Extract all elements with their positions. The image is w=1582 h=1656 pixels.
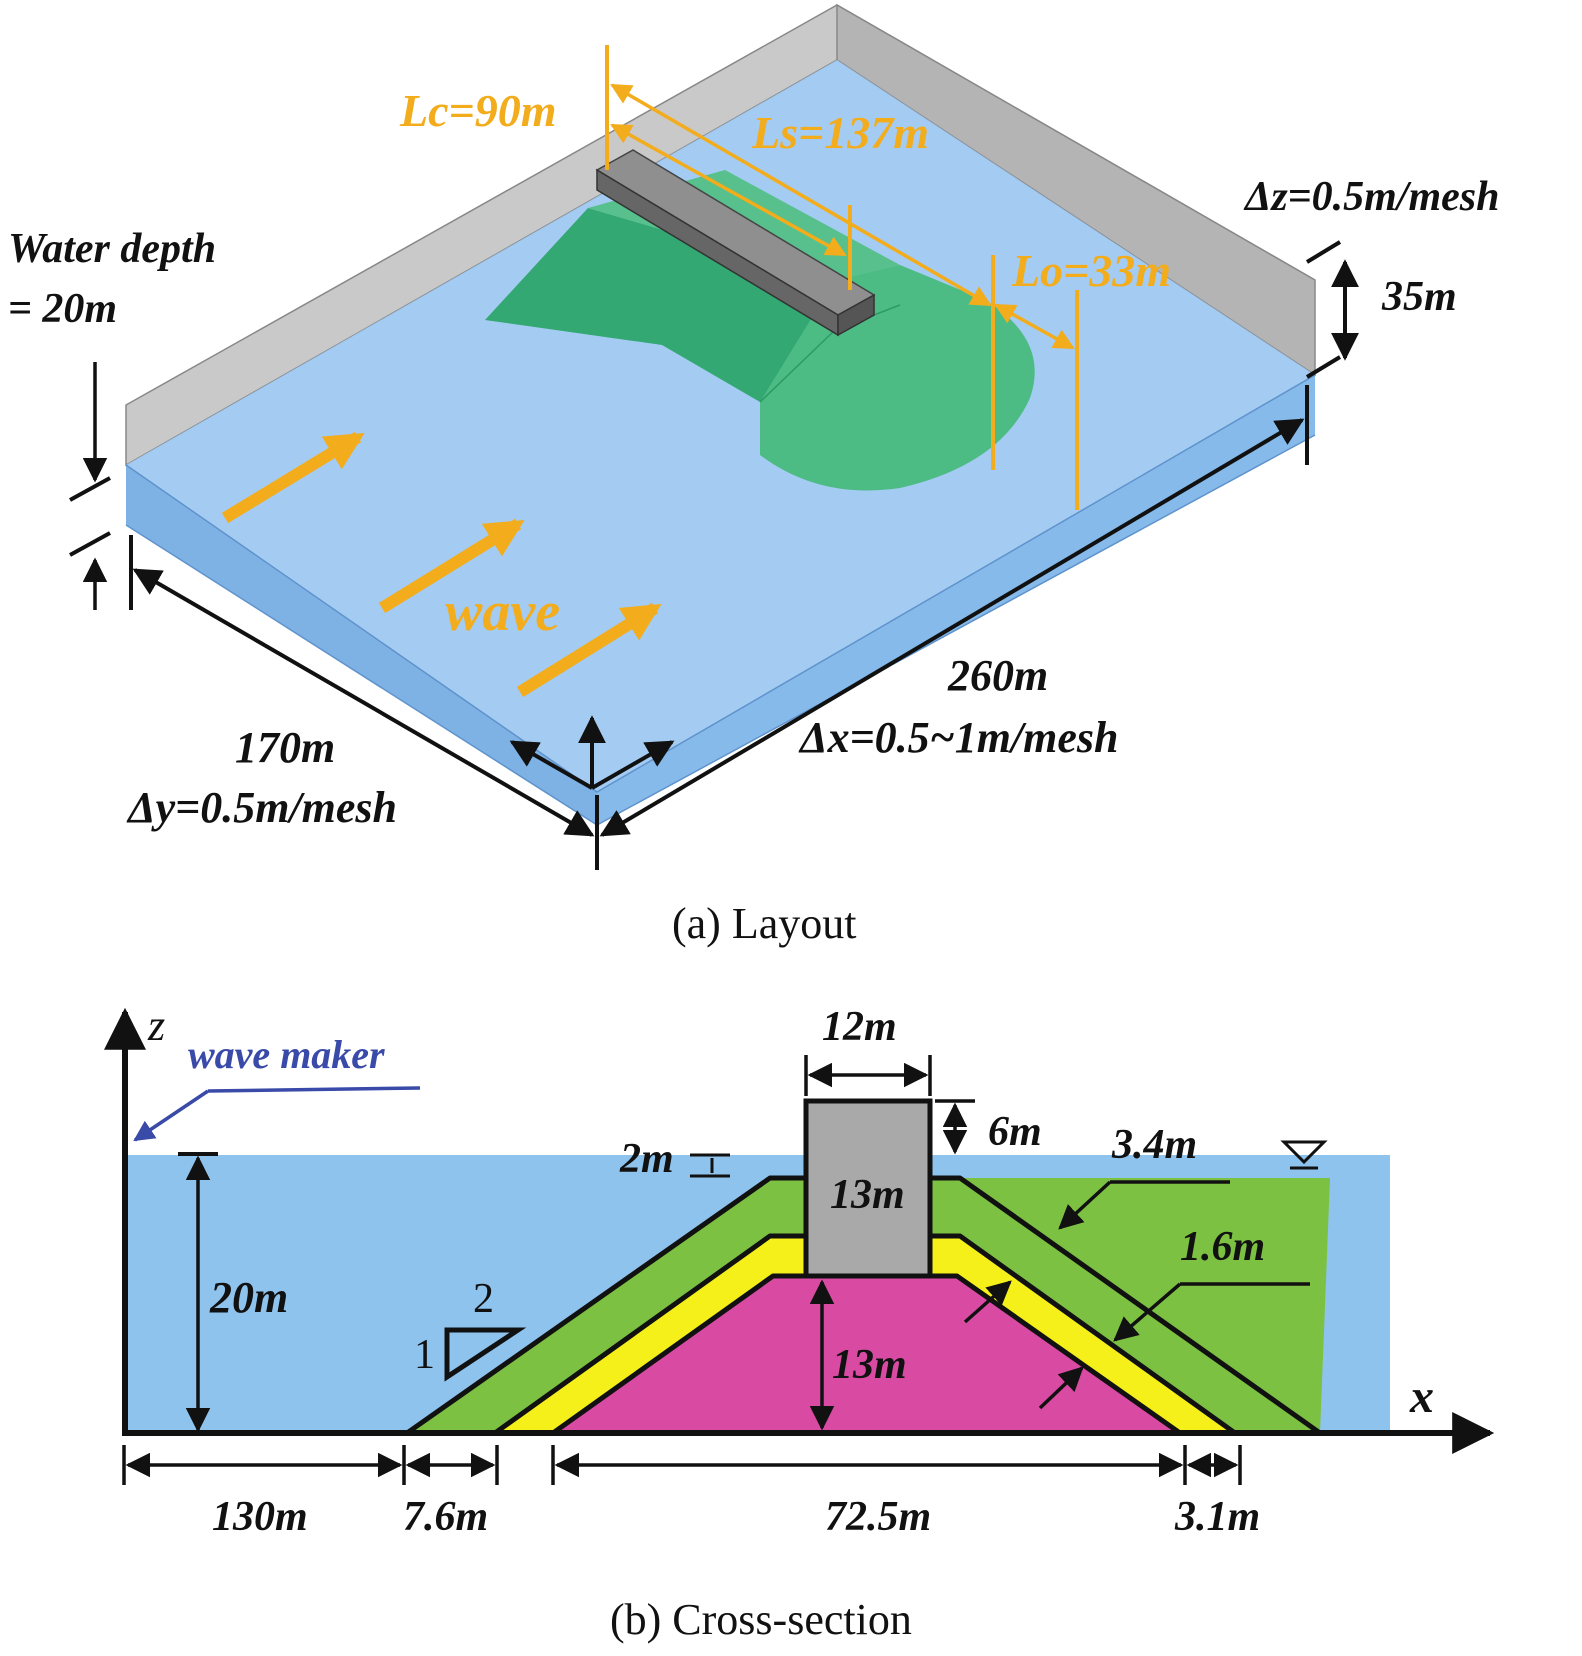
filter-arrow-lower xyxy=(1038,1366,1084,1410)
width-dimension xyxy=(132,568,595,837)
dy-label: Δy=0.5m/mesh xyxy=(126,783,397,832)
layout-caption: (a) Layout xyxy=(672,899,856,948)
slope-v-label: 1 xyxy=(414,1332,435,1378)
caisson-width-label: 12m xyxy=(822,1004,897,1050)
depth-label: 20m xyxy=(209,1273,288,1322)
water-depth-label: Water depth xyxy=(8,226,216,272)
slope-triangle xyxy=(444,1327,527,1382)
armor-callout xyxy=(1058,1180,1112,1230)
filter-callout xyxy=(1113,1282,1182,1342)
freeboard-label: 6m xyxy=(988,1109,1042,1155)
lo-label: Lo=33m xyxy=(1011,245,1171,296)
x-axis-label: x xyxy=(1409,1370,1434,1423)
caisson-height-label: 13m xyxy=(830,1172,905,1218)
mound-height-label: 13m xyxy=(832,1342,907,1388)
axes-symbol xyxy=(509,715,675,790)
water-box-top xyxy=(126,60,1315,792)
width-label: 170m xyxy=(235,723,335,772)
length-label: 260m xyxy=(947,651,1048,700)
height-label: 35m xyxy=(1381,274,1457,320)
slope-h-label: 2 xyxy=(473,1276,494,1322)
dim-130-label: 130m xyxy=(212,1494,308,1540)
wave-maker-label: wave maker xyxy=(188,1032,385,1077)
section-caption: (b) Cross-section xyxy=(610,1595,912,1644)
section-caisson xyxy=(803,1098,933,1279)
filter-thickness-label: 1.6m xyxy=(1180,1224,1265,1270)
dim-76-label: 7.6m xyxy=(403,1494,488,1540)
length-dimension xyxy=(599,418,1305,837)
ls-label: Ls=137m xyxy=(751,107,929,158)
dim-31-label: 3.1m xyxy=(1174,1494,1260,1540)
lo-dimension-line xyxy=(994,303,1075,350)
wave-maker-arrow xyxy=(207,1086,421,1093)
crest-submergence-label: 2m xyxy=(619,1136,674,1182)
dim-725-label: 72.5m xyxy=(825,1494,931,1540)
dz-label: Δz=0.5m/mesh xyxy=(1243,174,1499,220)
dx-label: Δx=0.5~1m/mesh xyxy=(798,713,1119,762)
filter-arrow-upper xyxy=(963,1280,1012,1324)
ls-dimension-line xyxy=(610,83,992,307)
armor-thickness-label: 3.4m xyxy=(1111,1122,1197,1168)
water-depth-value: = 20m xyxy=(8,286,117,332)
layout-panel: Lc=90m Ls=137m Lo=33m wave Δz=0.5m/mesh … xyxy=(8,3,1499,948)
lc-label: Lc=90m xyxy=(399,85,557,136)
z-axis-label: z xyxy=(147,1001,165,1050)
water-level-symbol xyxy=(1280,1140,1328,1170)
section-panel: z x wave maker 20m 1 2 12m 6m 2m xyxy=(104,1001,1495,1644)
wave-label: wave xyxy=(445,581,560,643)
wave-arrow xyxy=(221,431,365,524)
